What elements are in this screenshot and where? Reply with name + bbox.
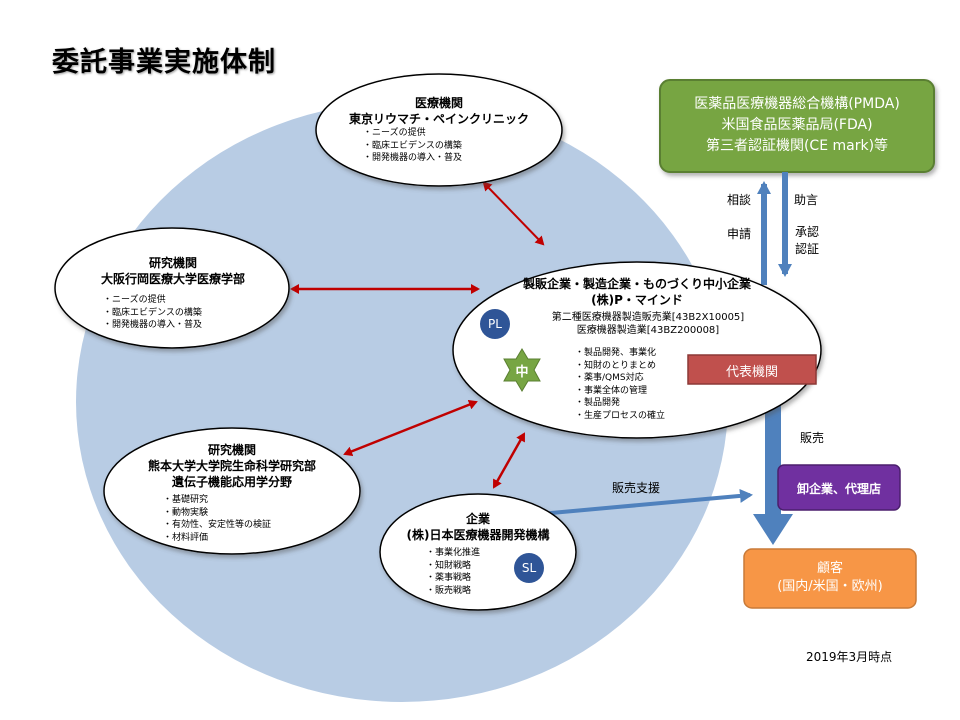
osaka-name: 大阪行岡医療大学医療学部 — [100, 272, 245, 286]
clinic-items: ニーズの提供 臨床エビデンスの構築 開発機器の導入・普及 — [363, 127, 462, 165]
sales-arrow — [753, 385, 793, 545]
sales-support-arrow — [539, 488, 753, 516]
nihon-item: 販売戦略 — [426, 585, 480, 598]
pmind-items: 製品開発、事業化 知財のとりまとめ 薬事/QMS対応 事業全体の管理 製品開発 … — [575, 347, 665, 422]
nihon-heading: 企業 (株)日本医療機器開発機構 — [380, 511, 576, 543]
pmind-licenses: 第二種医療機器製造販売業[43B2X10005] 医療機器製造業[43BZ200… — [508, 311, 788, 337]
label-apply: 申請 — [727, 227, 752, 241]
label-consult: 相談 — [727, 193, 752, 207]
clinic-heading: 医療機関 東京リウマチ・ペインクリニック — [316, 95, 562, 127]
representative-label: 代表機関 — [725, 365, 778, 380]
kumamoto-item: 材料評価 — [163, 532, 271, 545]
page-title: 委託事業実施体制 — [52, 47, 276, 78]
kumamoto-name2: 遺伝子機能応用学分野 — [171, 475, 292, 489]
customer-line2: (国内/米国・欧州) — [777, 579, 883, 594]
arrow-clinic-pmind — [482, 181, 545, 246]
distributor-label: 卸企業、代理店 — [796, 482, 881, 496]
customer-line1: 顧客 — [816, 561, 843, 576]
clinic-item: 開発機器の導入・普及 — [363, 152, 462, 165]
pl-badge: PL — [480, 309, 510, 339]
label-sales-support: 販売支援 — [612, 481, 661, 495]
customer-box — [743, 548, 917, 609]
regulator-line3: 第三者認証機関(CE mark)等 — [705, 138, 889, 154]
pmind-license2: 医療機器製造業[43BZ200008] — [576, 325, 720, 336]
pmind-license1: 第二種医療機器製造販売業[43B2X10005] — [551, 312, 745, 323]
pmind-line1: 製販企業・製造企業・ものづくり中小企業 — [522, 277, 751, 291]
label-sales: 販売 — [800, 431, 825, 445]
label-approve: 承認 認証 — [795, 224, 819, 258]
label-advice: 助言 — [794, 193, 819, 207]
kumamoto-items: 基礎研究 動物実験 有効性、安定性等の検証 材料評価 — [163, 494, 271, 544]
osaka-item: 開発機器の導入・普及 — [103, 319, 202, 332]
nihon-role: 企業 — [465, 512, 490, 526]
osaka-item: 臨床エビデンスの構築 — [103, 307, 202, 320]
pmind-item: 薬事/QMS対応 — [575, 372, 665, 385]
pmind-item: 知財のとりまとめ — [575, 360, 665, 373]
kumamoto-name1: 熊本大学大学院生命科学研究部 — [147, 459, 316, 473]
sl-badge: SL — [514, 553, 544, 583]
kumamoto-heading: 研究機関 熊本大学大学院生命科学研究部 遺伝子機能応用学分野 — [104, 442, 360, 490]
pmind-heading: 製販企業・製造企業・ものづくり中小企業 (株)P・マインド — [470, 276, 804, 308]
regulator-line1: 医薬品医療機器総合機構(PMDA) — [694, 96, 900, 112]
arrow-nihon-pmind — [492, 432, 526, 489]
label-approve-line1: 承認 — [795, 225, 820, 239]
pmind-item: 製品開発、事業化 — [575, 347, 665, 360]
nihon-item: 知財戦略 — [426, 560, 480, 573]
representative-box — [687, 354, 817, 385]
osaka-role: 研究機関 — [148, 256, 197, 270]
pmind-item: 事業全体の管理 — [575, 385, 665, 398]
kumamoto-item: 動物実験 — [163, 507, 271, 520]
star-badge — [503, 348, 541, 392]
date-note: 2019年3月時点 — [806, 650, 893, 664]
kumamoto-item: 有効性、安定性等の検証 — [163, 519, 271, 532]
distributor-box — [777, 464, 901, 511]
regulator-line2: 米国食品医薬品局(FDA) — [721, 117, 873, 133]
kumamoto-role: 研究機関 — [207, 443, 256, 457]
osaka-item: ニーズの提供 — [103, 294, 202, 307]
star-badge-label: 中 — [515, 365, 529, 380]
regulator-box — [659, 79, 935, 173]
kumamoto-item: 基礎研究 — [163, 494, 271, 507]
nihon-items: 事業化推進 知財戦略 薬事戦略 販売戦略 — [426, 547, 480, 597]
customer-label: 顧客 (国内/米国・欧州) — [744, 560, 916, 596]
clinic-item: ニーズの提供 — [363, 127, 462, 140]
clinic-role: 医療機関 — [414, 96, 463, 110]
osaka-heading: 研究機関 大阪行岡医療大学医療学部 — [58, 255, 288, 287]
clinic-item: 臨床エビデンスの構築 — [363, 140, 462, 153]
nihon-item: 事業化推進 — [426, 547, 480, 560]
nihon-name: (株)日本医療機器開発機構 — [406, 528, 550, 542]
regulator-label: 医薬品医療機器総合機構(PMDA) 米国食品医薬品局(FDA) 第三者認証機関(… — [660, 94, 934, 157]
pmind-line2: (株)P・マインド — [591, 293, 683, 307]
clinic-name: 東京リウマチ・ペインクリニック — [348, 112, 529, 126]
nihon-item: 薬事戦略 — [426, 572, 480, 585]
label-approve-line2: 認証 — [795, 242, 820, 256]
pmind-item: 生産プロセスの確立 — [575, 410, 665, 423]
arrow-kumamoto-pmind — [343, 399, 478, 457]
osaka-items: ニーズの提供 臨床エビデンスの構築 開発機器の導入・普及 — [103, 294, 202, 332]
pmind-item: 製品開発 — [575, 397, 665, 410]
